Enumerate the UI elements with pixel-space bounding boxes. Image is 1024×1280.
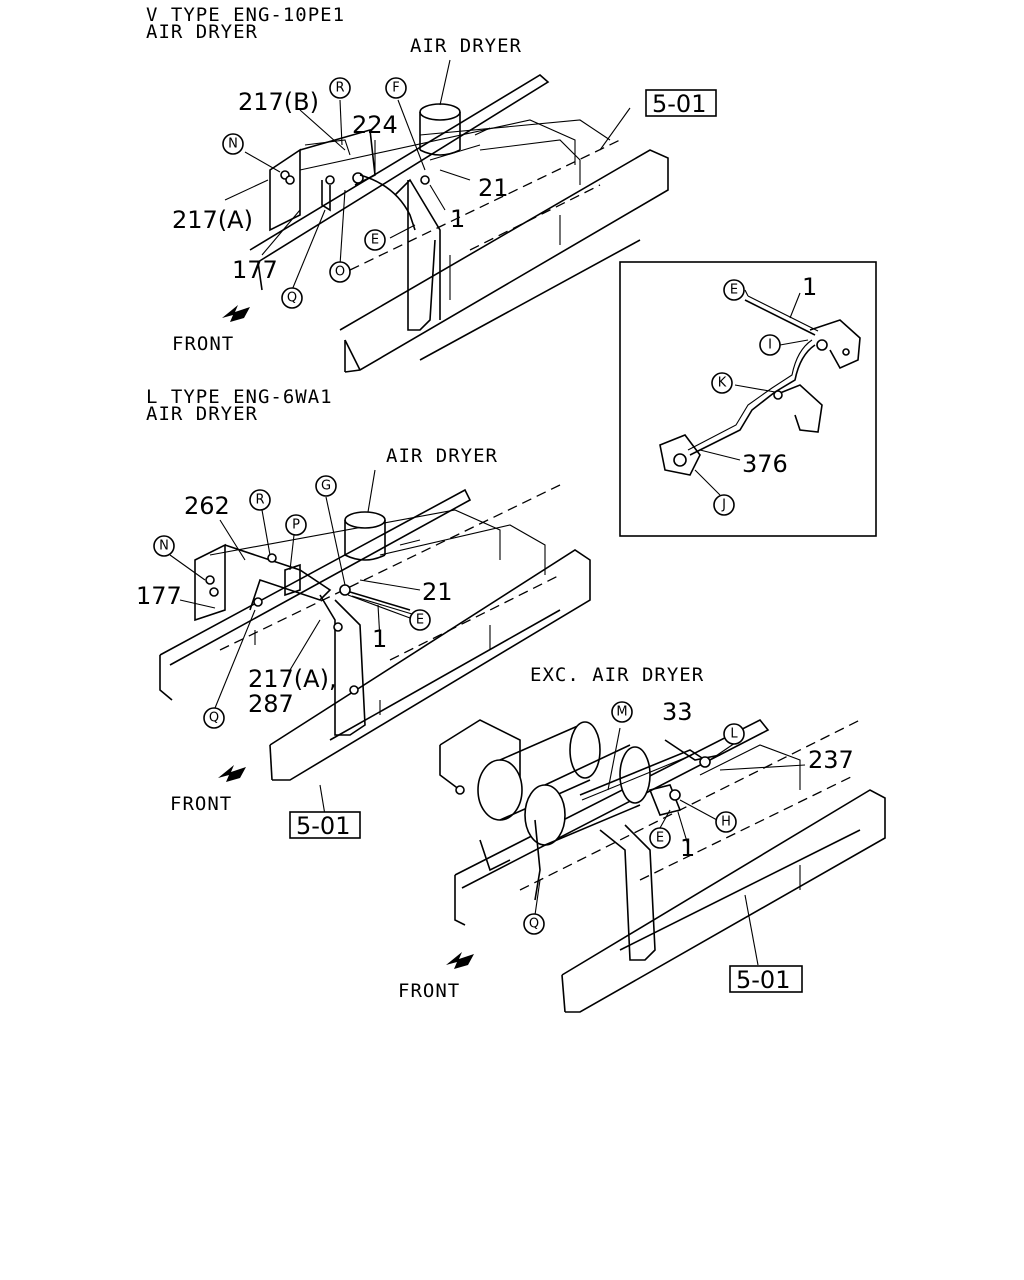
svg-text:N: N	[228, 137, 238, 152]
l-type-subtitle: AIR DRYER	[146, 403, 258, 425]
inset-frame	[619, 261, 877, 537]
v-circle-label-f: F	[385, 77, 407, 99]
l-circle-label-n: N	[153, 535, 175, 557]
svg-text:5-01: 5-01	[652, 90, 706, 118]
l-circle-label-r: R	[249, 489, 271, 511]
inset-circle-label-k: K	[711, 372, 733, 394]
exc-circle-label-l: L	[723, 723, 745, 745]
v-circle-label-q: Q	[281, 287, 303, 309]
l-circle-label-p: P	[285, 514, 307, 536]
svg-text:Q: Q	[529, 917, 539, 932]
exc-circle-label-h: H	[715, 811, 737, 833]
exc-circle-label-m: M	[611, 701, 633, 723]
v-part-number: 177	[232, 256, 278, 284]
v-part-number: 217(A)	[172, 206, 253, 234]
exc-ref-box[interactable]: 5-01	[729, 965, 803, 994]
l-air-dryer-label: AIR DRYER	[386, 445, 498, 467]
svg-text:5-01: 5-01	[736, 966, 790, 994]
svg-text:M: M	[616, 705, 627, 720]
svg-text:R: R	[255, 493, 264, 508]
v-circle-label-r: R	[329, 77, 351, 99]
exc-part-number: 1	[680, 834, 695, 862]
exc-part-number: 237	[808, 746, 854, 774]
svg-text:E: E	[656, 831, 664, 846]
l-part-number: 177	[136, 582, 182, 610]
l-ref-box[interactable]: 5-01	[289, 811, 361, 840]
inset-circle-label-j: J	[713, 494, 735, 516]
l-circle-label-e: E	[409, 609, 431, 631]
svg-text:I: I	[768, 338, 772, 353]
svg-text:K: K	[718, 376, 727, 391]
v-type-subtitle: AIR DRYER	[146, 21, 258, 43]
inset-part-number: 1	[802, 273, 817, 301]
exc-front-label: FRONT	[398, 980, 460, 1002]
inset-circle-label-i: I	[759, 334, 781, 356]
svg-text:Q: Q	[209, 711, 219, 726]
v-circle-label-e: E	[364, 229, 386, 251]
l-frame-drawing	[159, 469, 591, 816]
l-type-title: L TYPE ENG-6WA1	[146, 386, 333, 408]
svg-text:Q: Q	[287, 291, 297, 306]
l-circle-label-g: G	[315, 475, 337, 497]
inset-drawing	[659, 289, 861, 496]
v-type-title: V TYPE ENG-10PE1	[146, 4, 345, 26]
svg-text:P: P	[292, 518, 300, 533]
svg-text:5-01: 5-01	[296, 812, 350, 840]
v-ref-box[interactable]: 5-01	[645, 89, 717, 118]
v-front-label: FRONT	[172, 333, 234, 355]
l-part-number: 1	[372, 625, 387, 653]
svg-text:O: O	[335, 265, 345, 280]
inset-detail: 1 376 E I K J	[619, 261, 877, 537]
l-part-number: 262	[184, 492, 230, 520]
svg-text:G: G	[321, 479, 331, 494]
v-frame-drawing	[222, 59, 669, 373]
svg-text:N: N	[159, 539, 169, 554]
svg-text:E: E	[416, 613, 424, 628]
svg-text:R: R	[335, 81, 344, 96]
v-part-number: 1	[450, 205, 465, 233]
v-air-dryer-label: AIR DRYER	[410, 35, 522, 57]
svg-text:L: L	[730, 727, 738, 742]
v-circle-label-n: N	[222, 133, 244, 155]
l-part-number: 217(A),	[248, 665, 337, 693]
inset-circle-label-e: E	[723, 279, 745, 301]
l-part-number: 287	[248, 690, 294, 718]
svg-text:E: E	[371, 233, 379, 248]
exc-frame-drawing	[439, 718, 886, 1013]
exc-circle-label-q: Q	[523, 913, 545, 935]
v-part-number: 224	[352, 111, 398, 139]
exc-section: EXC. AIR DRYER	[398, 664, 886, 1013]
exc-circle-label-e: E	[649, 827, 671, 849]
v-part-number: 21	[478, 174, 509, 202]
svg-text:H: H	[721, 815, 731, 830]
exc-part-number: 33	[662, 698, 693, 726]
svg-text:E: E	[730, 283, 738, 298]
l-front-label: FRONT	[170, 793, 232, 815]
v-type-section: V TYPE ENG-10PE1 AIR DRYER AIR DRYER	[146, 4, 717, 373]
v-circle-label-o: O	[329, 261, 351, 283]
l-circle-label-q: Q	[203, 707, 225, 729]
svg-text:J: J	[721, 498, 726, 513]
l-part-number: 21	[422, 578, 453, 606]
v-part-number: 217(B)	[238, 88, 319, 116]
svg-text:F: F	[392, 81, 399, 96]
inset-part-number: 376	[742, 450, 788, 478]
l-type-section: L TYPE ENG-6WA1 AIR DRYER AIR DRYER	[136, 386, 591, 840]
exc-title: EXC. AIR DRYER	[530, 664, 704, 686]
